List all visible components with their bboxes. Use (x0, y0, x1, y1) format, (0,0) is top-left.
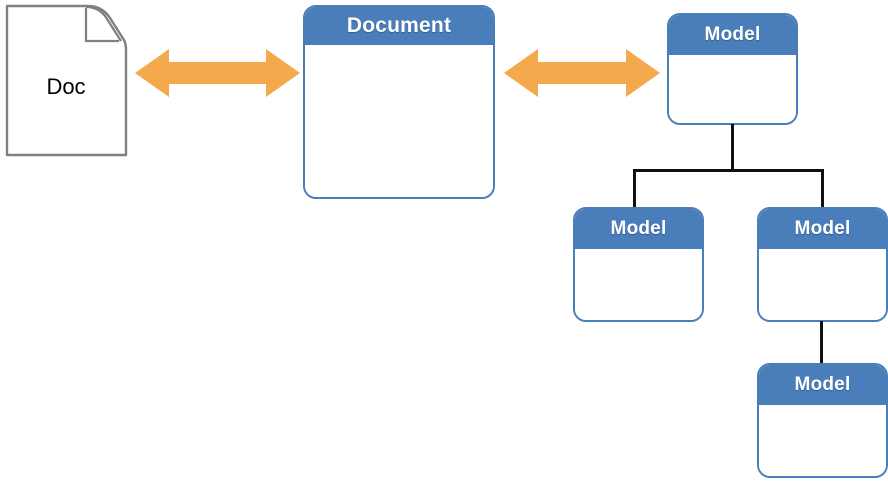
node-model-grandchild-body (759, 405, 886, 476)
connector-root-stem (731, 124, 734, 172)
doc-fold-triangle (84, 8, 119, 43)
node-model-root-header: Model (669, 15, 796, 55)
connector-horizontal-bus (633, 169, 824, 172)
node-model-grandchild[interactable]: Model (757, 363, 888, 478)
document-page-icon[interactable] (0, 0, 140, 170)
arrow-doc-to-document[interactable] (135, 47, 300, 99)
connector-to-right-child (821, 169, 824, 209)
node-document-body (305, 45, 493, 197)
node-model-child-right-header: Model (759, 209, 886, 249)
node-model-grandchild-header: Model (759, 365, 886, 405)
doc-outline (5, 4, 128, 157)
node-model-child-right-body (759, 249, 886, 320)
node-document[interactable]: Document (303, 5, 495, 199)
node-document-header: Document (305, 7, 493, 45)
node-model-child-right[interactable]: Model (757, 207, 888, 322)
connector-to-left-child (633, 169, 636, 209)
node-model-root[interactable]: Model (667, 13, 798, 125)
double-arrow-glyph (135, 49, 300, 97)
node-model-child-left-body (575, 249, 702, 320)
doc-label: Doc (46, 74, 86, 99)
node-model-child-left-header: Model (575, 209, 702, 249)
arrow-document-to-model[interactable] (504, 47, 660, 99)
node-model-child-left[interactable]: Model (573, 207, 704, 322)
connector-to-grandchild (820, 321, 823, 365)
node-model-root-body (669, 55, 796, 123)
doc-fold-curve (85, 5, 122, 42)
double-arrow-glyph (504, 49, 660, 97)
